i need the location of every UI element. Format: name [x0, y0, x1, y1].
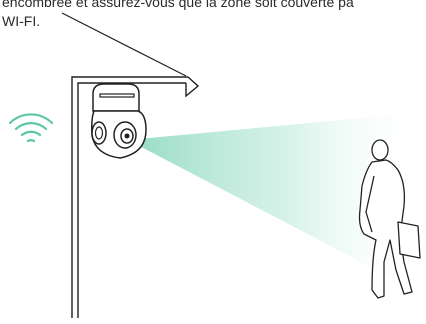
instruction-line-1: encombrée et assurez-vous que la zone so…	[2, 0, 426, 12]
camera	[92, 84, 146, 158]
instruction-text: encombrée et assurez-vous que la zone so…	[2, 0, 426, 31]
instruction-line-2: WI-FI.	[2, 12, 426, 31]
wifi-icon	[10, 114, 52, 141]
